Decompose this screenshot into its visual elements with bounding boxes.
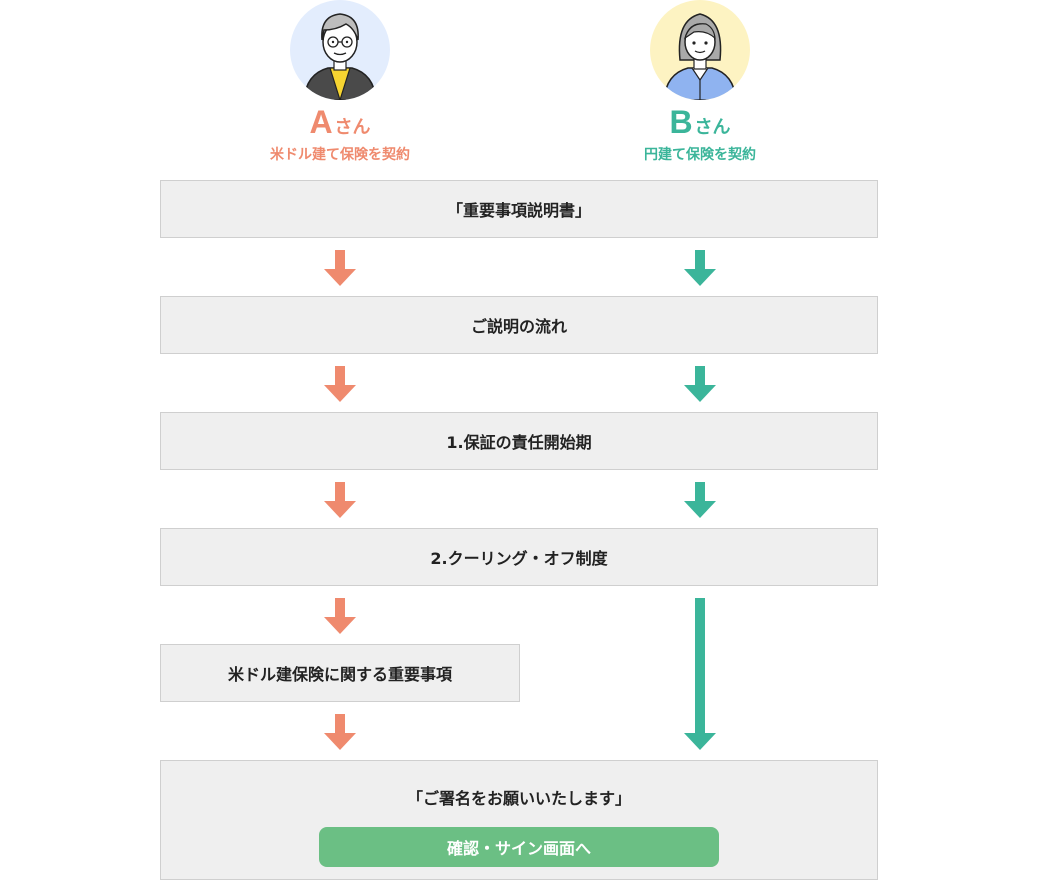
arrow-down-a-5 [324,714,356,750]
arrow-down-b-long [684,598,716,750]
step-explanation-doc: 「重要事項説明書」 [160,180,878,238]
go-to-sign-button[interactable]: 確認・サイン画面へ [319,827,719,867]
man-avatar-icon [290,0,390,100]
arrow-down-b-1 [684,250,716,286]
arrow-down-a-1 [324,250,356,286]
woman-avatar-icon [650,0,750,100]
arrow-down-a-4 [324,598,356,634]
person-b-desc: 円建て保険を契約 [644,147,756,163]
person-a-desc: 米ドル建て保険を契約 [270,147,410,163]
arrow-down-a-3 [324,482,356,518]
step-explanation-flow: ご説明の流れ [160,296,878,354]
step-cooling-off: 2.クーリング・オフ制度 [160,528,878,586]
step-usd-important-matters: 米ドル建保険に関する重要事項 [160,644,520,702]
signature-title: 「ご署名をお願いいたします」 [406,789,631,808]
arrow-down-b-2 [684,366,716,402]
arrow-down-b-3 [684,482,716,518]
step-signature: 「ご署名をお願いいたします」 確認・サイン画面へ [160,760,878,880]
arrow-down-a-2 [324,366,356,402]
step-coverage-start: 1.保証の責任開始期 [160,412,878,470]
